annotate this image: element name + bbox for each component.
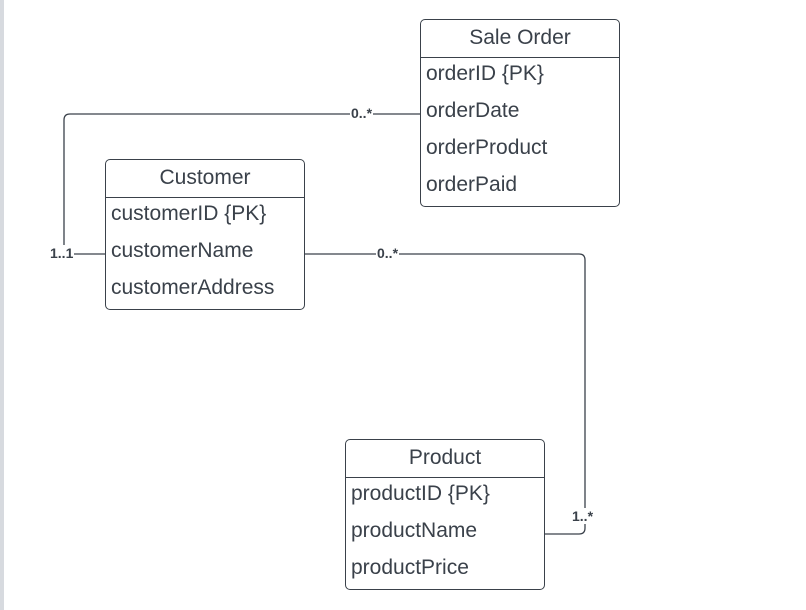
attribute-product-name: productName [351, 519, 478, 542]
attribute-product-price: productPrice [351, 556, 469, 579]
multiplicity-sale-order-end: 0..* [350, 105, 374, 121]
multiplicity-product-end: 1..* [571, 508, 595, 524]
attribute-order-id: orderID {PK} [426, 62, 544, 85]
attribute-order-product: orderProduct [426, 136, 548, 159]
attribute-order-paid: orderPaid [426, 173, 518, 196]
entity-title-sale-order: Sale Order [421, 20, 619, 58]
entity-title-product: Product [346, 440, 544, 478]
entity-customer[interactable]: Customer customerID {PK} customerName cu… [105, 159, 305, 310]
attribute-product-id: productID {PK} [351, 482, 490, 505]
left-edge-rail [0, 0, 4, 610]
attribute-customer-name: customerName [111, 239, 254, 262]
entity-sale-order[interactable]: Sale Order orderID {PK} orderDate orderP… [420, 19, 620, 207]
attribute-order-date: orderDate [426, 99, 520, 122]
attribute-customer-id: customerID {PK} [111, 202, 267, 225]
entity-product[interactable]: Product productID {PK} productName produ… [345, 439, 545, 590]
multiplicity-customer-to-product-end: 0..* [376, 245, 400, 261]
attribute-customer-address: customerAddress [111, 276, 275, 299]
entity-title-customer: Customer [106, 160, 304, 198]
multiplicity-customer-to-order-end: 1..1 [49, 245, 75, 261]
connector-customer-sale-order [63, 113, 420, 255]
connector-customer-product [304, 253, 586, 535]
